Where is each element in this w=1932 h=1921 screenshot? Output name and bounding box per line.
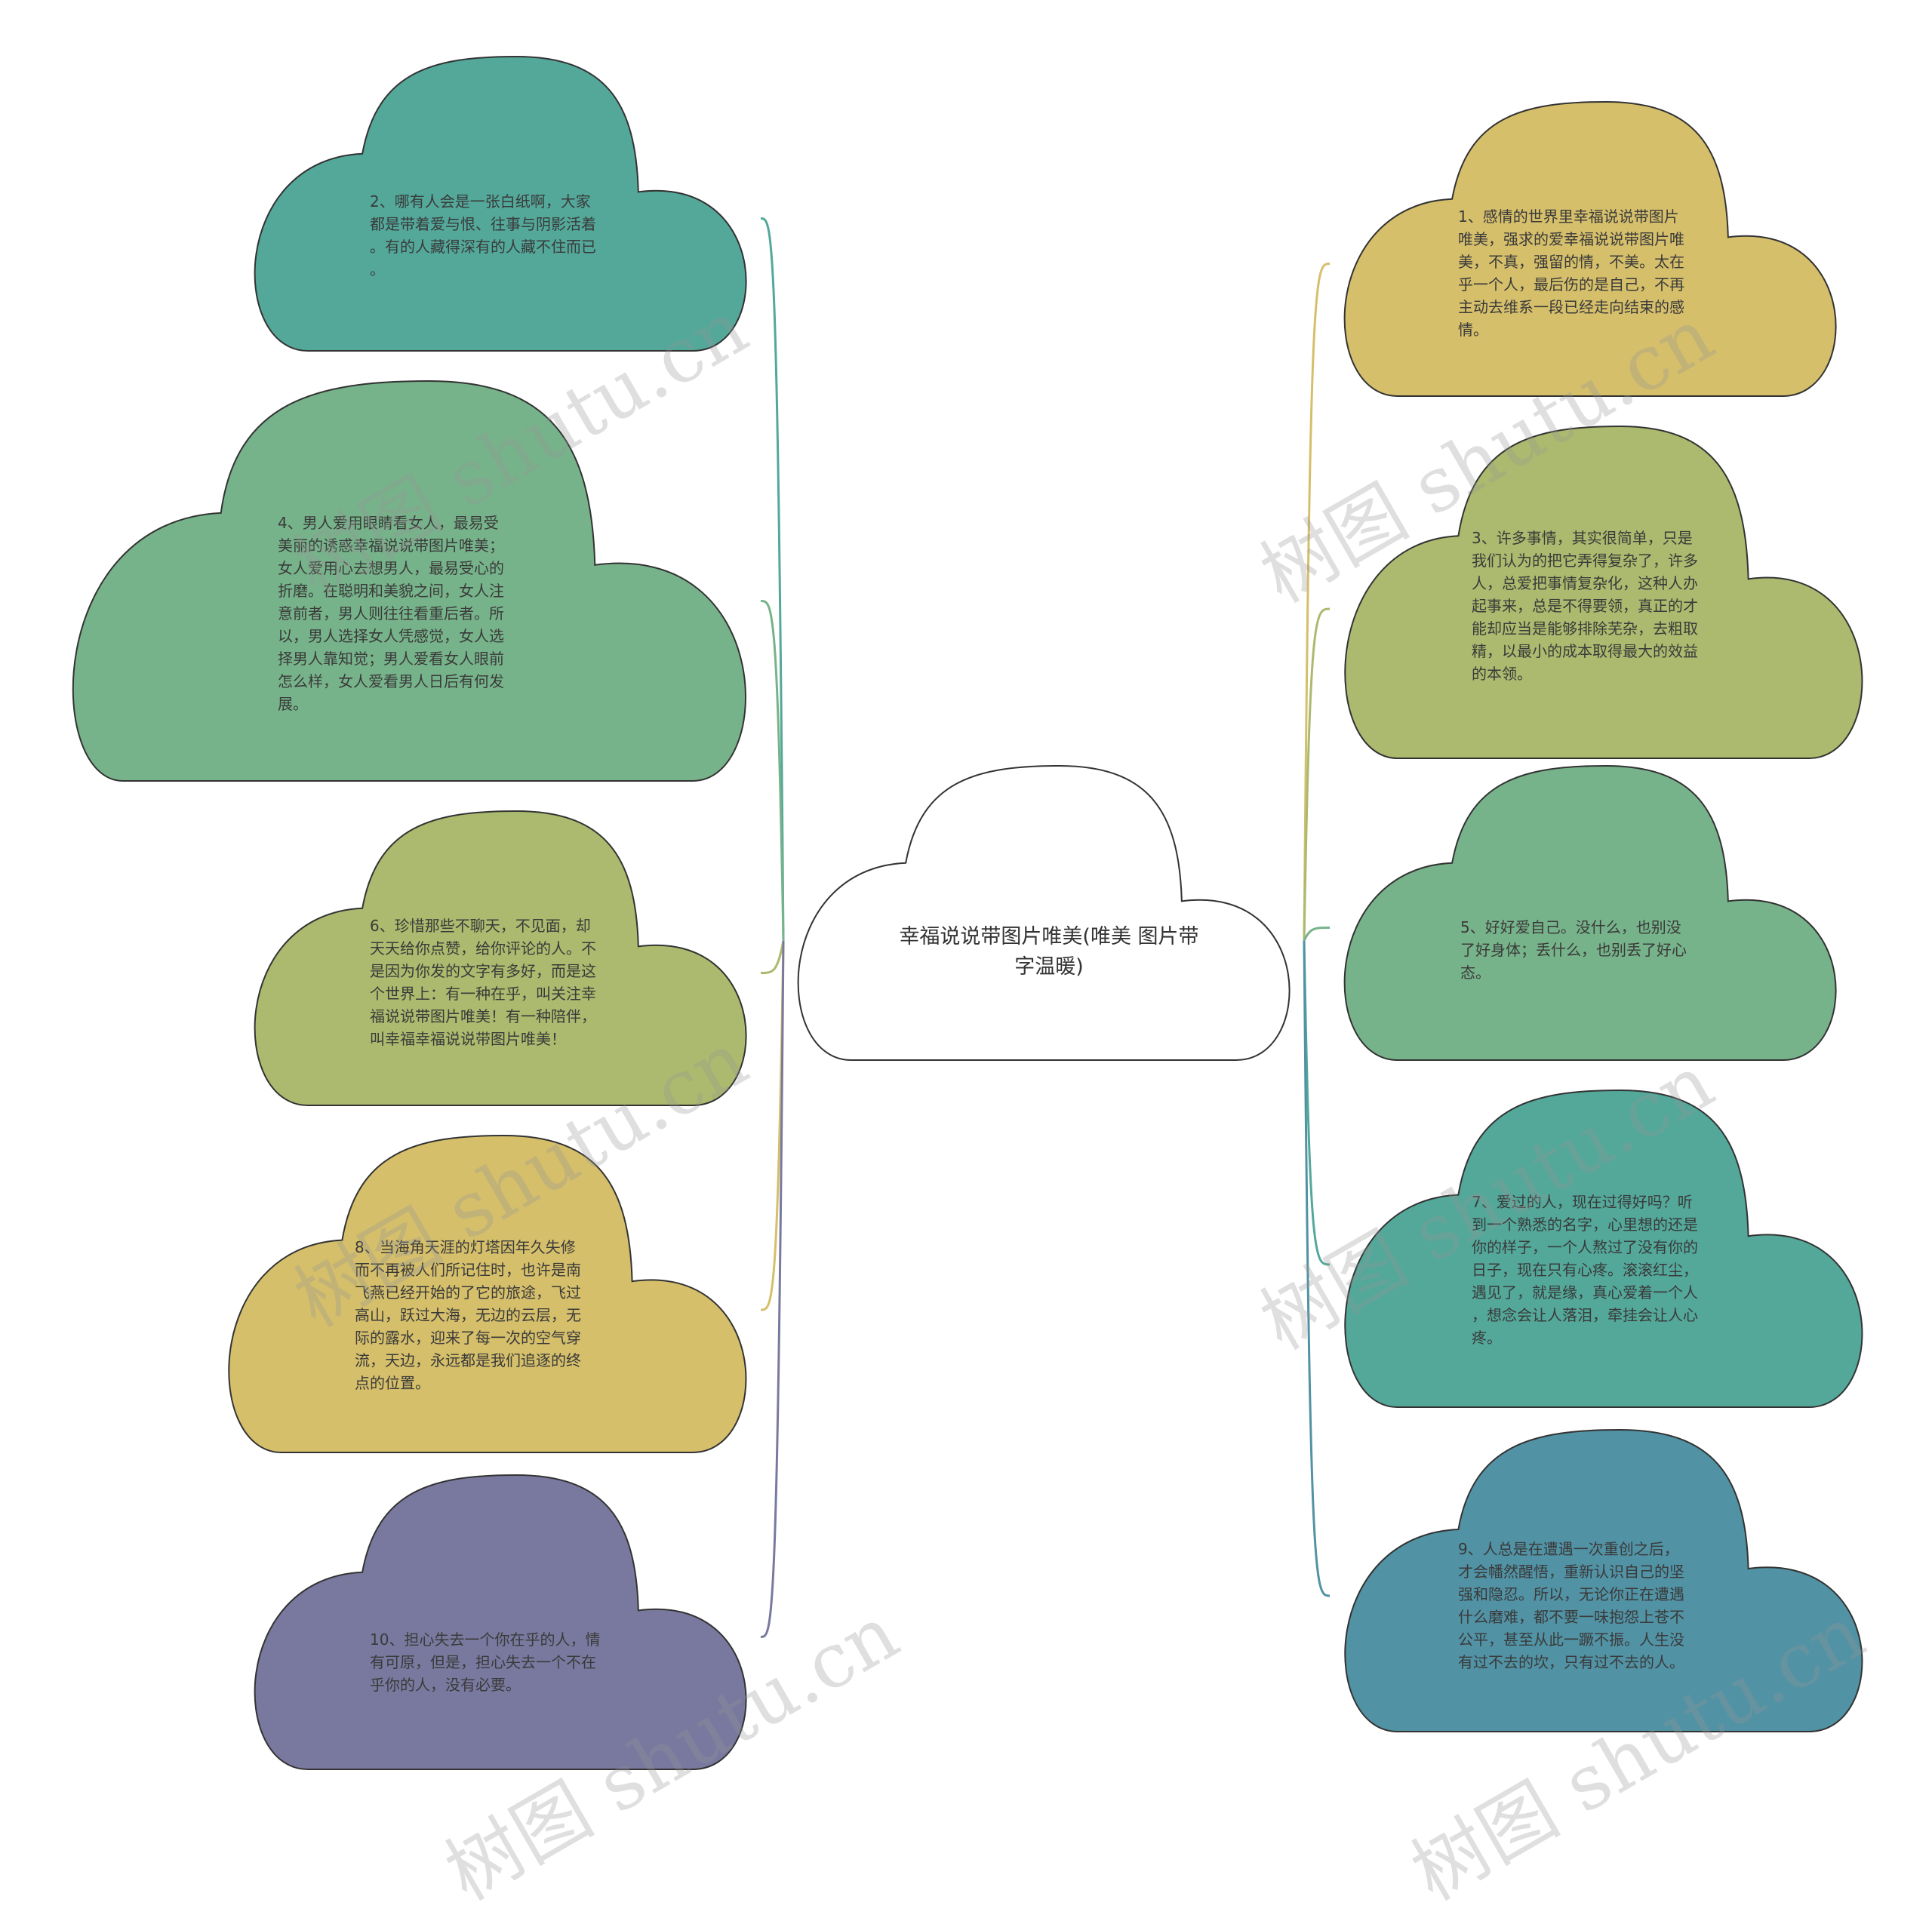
cloud-node-n9[interactable] xyxy=(1344,1428,1863,1732)
central-topic-label[interactable]: 幸福说说带图片唯美(唯美 图片带字温暖) xyxy=(899,925,1199,979)
cloud-node-n8[interactable] xyxy=(228,1134,747,1453)
connector-n10 xyxy=(760,940,785,1638)
connector-n8 xyxy=(760,940,785,1311)
cloud-node-n2[interactable] xyxy=(254,55,747,352)
cloud-node-n10[interactable] xyxy=(254,1474,747,1770)
cloud-node-n3[interactable] xyxy=(1344,425,1863,759)
cloud-nodes xyxy=(72,55,1863,1770)
connector-n1 xyxy=(1303,263,1331,941)
mindmap-canvas xyxy=(72,55,1863,1770)
node-text-n5: 5、好好爱自己。没什么，也别没 了好身体；丢什么，也别丢了好心 态。 xyxy=(1460,918,1687,982)
node-text-n3: 3、许多事情，其实很简单，只是 我们认为的把它弄得复杂了，许多 人，总爱把事情复… xyxy=(1472,529,1698,683)
cloud-node-n1[interactable] xyxy=(1343,100,1837,397)
cloud-node-n6[interactable] xyxy=(254,810,747,1106)
connector-lines xyxy=(760,217,1331,1638)
central-cloud[interactable] xyxy=(797,764,1291,1061)
connector-n2 xyxy=(760,217,785,941)
connector-n6 xyxy=(760,940,785,974)
node-text-n2: 2、哪有人会是一张白纸啊，大家 都是带着爱与恨、往事与阴影活着 。有的人藏得深有… xyxy=(370,192,596,278)
node-text-n10: 10、担心失去一个你在乎的人，情 有可原，但是，担心失去一个不在 乎你的人，没有… xyxy=(370,1631,601,1694)
node-text-n1: 1、感情的世界里幸福说说带图片 唯美，强求的爱幸福说说带图片唯 美，不真，强留的… xyxy=(1458,207,1684,339)
node-text-n4: 4、男人爱用眼睛看女人，最易受 美丽的诱惑幸福说说带图片唯美； 女人爱用心去想男… xyxy=(278,514,504,713)
node-text-n7: 7、爱过的人，现在过得好吗？听 到一个熟悉的名字，心里想的还是 你的样子，一个人… xyxy=(1472,1193,1698,1347)
connector-n3 xyxy=(1303,607,1331,941)
node-text-n6: 6、珍惜那些不聊天，不见面，却 天天给你点赞，给你评论的人。不 是因为你发的文字… xyxy=(370,917,596,1048)
node-text-n9: 9、人总是在遭遇一次重创之后， 才会幡然醒悟，重新认识自己的坚 强和隐忍。所以，… xyxy=(1458,1540,1684,1671)
cloud-node-n4[interactable] xyxy=(72,380,746,782)
connector-n9 xyxy=(1303,940,1331,1597)
cloud-node-n5[interactable] xyxy=(1343,764,1837,1061)
connector-n7 xyxy=(1303,940,1331,1266)
node-text-n8: 8、当海角天涯的灯塔因年久失修 而不再被人们所记住时，也许是南 飞燕已经开始的了… xyxy=(355,1238,581,1392)
connector-n4 xyxy=(760,600,785,941)
connector-n5 xyxy=(1303,927,1331,942)
cloud-node-n7[interactable] xyxy=(1344,1089,1863,1408)
